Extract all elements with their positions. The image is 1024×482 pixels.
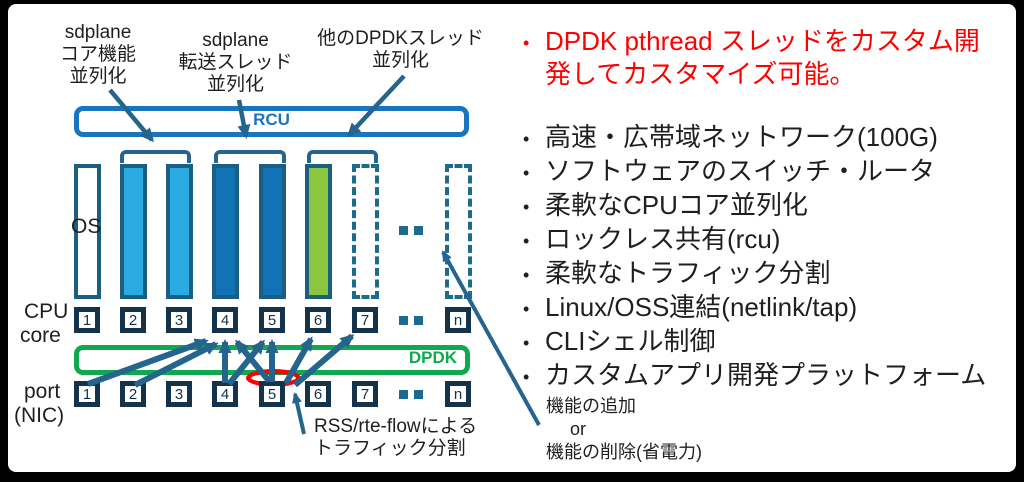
list-item-text: CLIシェル制御 [545,326,716,356]
rss-note-line2: トラフィック分割 [314,438,466,459]
os-label: OS [71,215,102,238]
cpu-core-cell: 7 [352,307,378,333]
port-cell: 5 [259,381,285,407]
port-cell: n [445,381,471,407]
bullet-marker: • [523,333,530,353]
list-item-text: カスタムアプリ開発プラットフォーム [545,360,987,390]
list-item-text: 柔軟なトラフィック分割 [545,258,831,288]
bullet-marker: • [523,197,530,217]
bullet-marker: • [523,231,530,251]
highlight-bullet: • DPDK pthread スレッドをカスタム開 発してカスタマイズ可能。 [523,26,980,90]
annotation-line: 並列化 [69,66,127,87]
rss-note: RSS/rte-flowによる トラフィック分割 [314,416,477,460]
list-item: • ロックレス共有(rcu) [523,223,986,257]
highlight-line1: DPDK pthread スレッドをカスタム開 [545,26,980,56]
dpdk-label: DPDK [408,348,457,367]
thread-bar-optional-1 [352,164,379,299]
annotation-sdplane-core: sdplane コア機能 並列化 [38,22,158,88]
annotation-other-dpdk-threads: 他のDPDKスレッド 並列化 [308,28,493,72]
feature-bullet-list: • 高速・広帯域ネットワーク(100G) • ソフトウェアのスイッチ・ルータ • 柔軟… [523,121,986,393]
port-cell: 1 [74,381,100,407]
cpu-core-cell: 3 [166,307,192,333]
cpu-core-cell: n [445,307,471,333]
port-cell: 6 [305,381,331,407]
port-ellipsis-dots [399,390,423,399]
feature-note: 機能の追加 or 機能の削除(省電力) [546,395,702,464]
thread-bar-other [305,164,332,299]
annotation-sdplane-forward: sdplane 転送スレッド 並列化 [158,30,313,96]
bracket-forward-threads [214,150,286,163]
thread-bar-core-2 [166,164,193,299]
annotation-line: 並列化 [371,50,429,71]
list-item-text: ソフトウェアのスイッチ・ルータ [545,156,936,186]
list-item: • 柔軟なトラフィック分割 [523,257,986,291]
cpu-core-cell: 6 [305,307,331,333]
bullet-marker: • [523,299,530,319]
thread-bar-core-1 [120,164,147,299]
thread-bar-os [74,164,101,299]
feature-note-line2: or [570,419,587,439]
arrow-rss-note-to-ellipse [292,392,306,435]
thread-bar-forward-1 [212,164,239,299]
bullet-marker: • [523,33,530,53]
cpu-core-label-line1: CPU [24,300,69,323]
thread-bar-optional-n [445,164,472,299]
thread-bar-ellipsis-dots [399,226,423,235]
bullet-marker: • [523,265,530,285]
cpu-core-cell: 1 [74,307,100,333]
cpu-core-cell: 2 [120,307,146,333]
list-item: • CLIシェル制御 [523,325,986,359]
bracket-other-threads [307,150,378,163]
port-label-line1: port [24,380,61,403]
feature-note-line1: 機能の追加 [546,396,636,416]
port-label-line2: (NIC) [14,404,65,427]
bullet-marker: • [523,367,530,387]
cpu-core-cell: 4 [212,307,238,333]
list-item: • 高速・広帯域ネットワーク(100G) [523,121,986,155]
annotation-line: コア機能 [59,44,136,65]
list-item-text: ロックレス共有(rcu) [545,224,781,254]
feature-note-line3: 機能の削除(省電力) [546,442,702,462]
rcu-bar: RCU [74,106,469,137]
annotation-line: sdplane [64,22,132,43]
annotation-line: 他のDPDKスレッド [317,28,484,49]
rss-note-line1: RSS/rte-flowによる [314,416,478,437]
cpu-core-cell: 5 [259,307,285,333]
list-item: • カスタムアプリ開発プラットフォーム [523,359,986,393]
slide-background: sdplane コア機能 並列化 sdplane 転送スレッド 並列化 他のDP… [8,4,1016,472]
list-item: • ソフトウェアのスイッチ・ルータ [523,155,986,189]
cpu-core-label-line2: core [20,324,61,347]
annotation-line: 並列化 [206,74,264,95]
rcu-label: RCU [253,110,290,129]
bullet-indent [523,59,545,90]
list-item-text: Linux/OSS連結(netlink/tap) [545,292,858,322]
annotation-line: 転送スレッド [178,52,293,73]
port-cell: 4 [212,381,238,407]
list-item-text: 柔軟なCPUコア並列化 [545,190,808,220]
thread-bar-forward-2 [259,164,286,299]
port-cell: 3 [166,381,192,407]
annotation-line: sdplane [202,30,269,51]
port-cell: 7 [352,381,378,407]
list-item: • 柔軟なCPUコア並列化 [523,189,986,223]
bullet-marker: • [523,129,530,149]
list-item: • Linux/OSS連結(netlink/tap) [523,291,986,325]
list-item-text: 高速・広帯域ネットワーク(100G) [545,122,938,152]
cpu-core-ellipsis-dots [399,316,423,325]
bracket-core-threads [120,150,191,163]
highlight-line2: 発してカスタマイズ可能。 [545,59,856,89]
bullet-marker: • [523,163,530,183]
port-cell: 2 [120,381,146,407]
